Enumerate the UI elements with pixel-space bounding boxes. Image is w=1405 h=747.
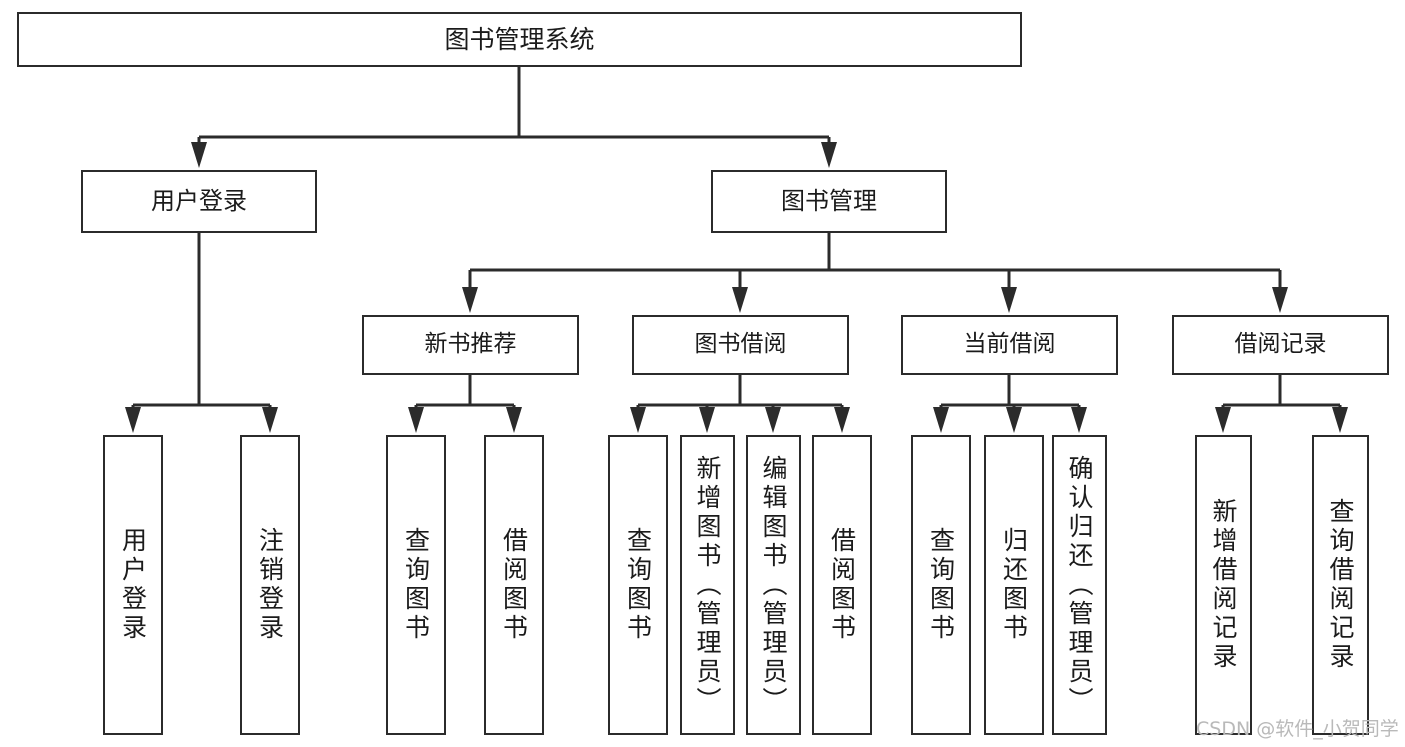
csdn-watermark: CSDN @软件_小贺同学 (1196, 718, 1399, 740)
leaf-edit-book-label: 编辑图书（管理员） (759, 454, 788, 716)
node-book-management-label: 图书管理 (781, 187, 877, 216)
leaf-query-borrow-record-label: 查询借阅记录 (1326, 498, 1355, 672)
leaf-edit-book[interactable]: 编辑图书（管理员） (746, 435, 801, 735)
leaf-query-book-recommend[interactable]: 查询图书 (386, 435, 446, 735)
leaf-logout-login-label: 注销登录 (255, 527, 285, 643)
node-book-borrow[interactable]: 图书借阅 (632, 315, 849, 375)
node-current-borrow[interactable]: 当前借阅 (901, 315, 1118, 375)
leaf-query-book-borrow[interactable]: 查询图书 (608, 435, 668, 735)
node-book-borrow-label: 图书借阅 (694, 331, 787, 358)
leaf-add-borrow-record[interactable]: 新增借阅记录 (1195, 435, 1252, 735)
node-user-login[interactable]: 用户登录 (81, 170, 317, 233)
leaf-query-book-recommend-label: 查询图书 (401, 527, 431, 643)
leaf-query-book-borrow-label: 查询图书 (623, 527, 653, 643)
node-book-management[interactable]: 图书管理 (711, 170, 947, 233)
leaf-user-login-label: 用户登录 (118, 527, 148, 643)
leaf-query-book-current[interactable]: 查询图书 (911, 435, 971, 735)
node-root-label: 图书管理系统 (444, 24, 595, 54)
leaf-borrow-book-recommend[interactable]: 借阅图书 (484, 435, 544, 735)
node-borrow-record-label: 借阅记录 (1234, 331, 1327, 358)
node-root[interactable]: 图书管理系统 (17, 12, 1022, 67)
node-user-login-label: 用户登录 (151, 187, 247, 216)
leaf-confirm-return-label: 确认归还（管理员） (1065, 454, 1094, 716)
leaf-borrow-book-label: 借阅图书 (827, 527, 857, 643)
leaf-logout-login[interactable]: 注销登录 (240, 435, 300, 735)
leaf-return-book[interactable]: 归还图书 (984, 435, 1044, 735)
leaf-query-borrow-record[interactable]: 查询借阅记录 (1312, 435, 1369, 735)
node-current-borrow-label: 当前借阅 (963, 331, 1056, 358)
leaf-user-login[interactable]: 用户登录 (103, 435, 163, 735)
leaf-add-book[interactable]: 新增图书（管理员） (680, 435, 735, 735)
node-borrow-record[interactable]: 借阅记录 (1172, 315, 1389, 375)
leaf-return-book-label: 归还图书 (999, 527, 1029, 643)
leaf-confirm-return[interactable]: 确认归还（管理员） (1052, 435, 1107, 735)
node-new-book-recommend-label: 新书推荐 (424, 331, 517, 358)
leaf-borrow-book-recommend-label: 借阅图书 (499, 527, 529, 643)
leaf-query-book-current-label: 查询图书 (926, 527, 956, 643)
leaf-add-borrow-record-label: 新增借阅记录 (1209, 498, 1238, 672)
node-new-book-recommend[interactable]: 新书推荐 (362, 315, 579, 375)
leaf-borrow-book[interactable]: 借阅图书 (812, 435, 872, 735)
leaf-add-book-label: 新增图书（管理员） (693, 454, 722, 716)
